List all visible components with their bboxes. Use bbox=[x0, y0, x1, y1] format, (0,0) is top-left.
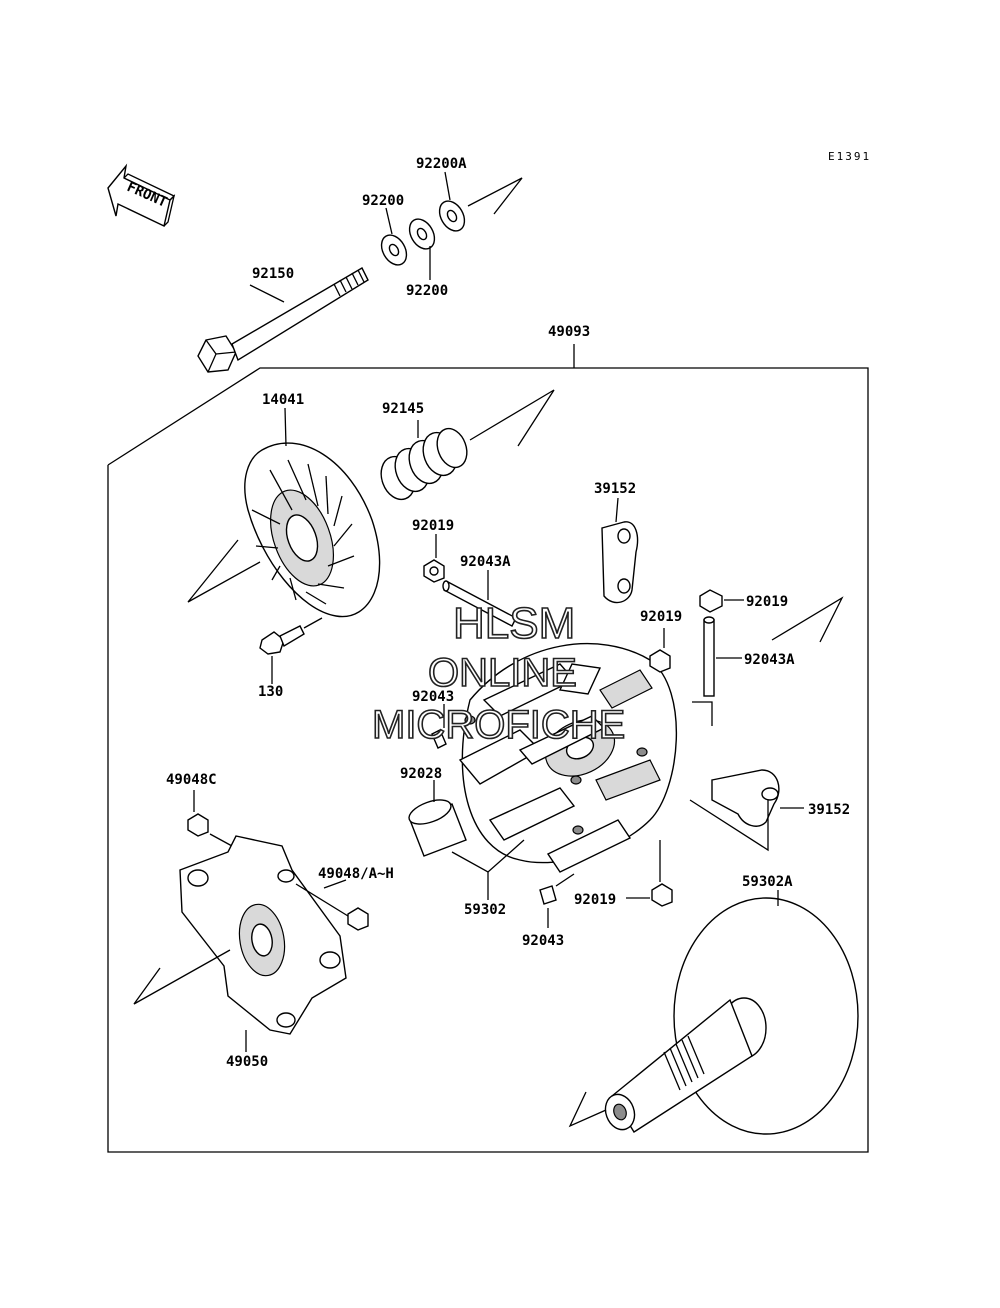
washer-92200a-icon bbox=[438, 200, 466, 232]
bolt-92150-icon bbox=[197, 267, 369, 373]
nut-92019-c-icon bbox=[699, 589, 723, 613]
part-label-49093: 49093 bbox=[548, 324, 590, 340]
part-label-49048-a-h: 49048/A~H bbox=[318, 866, 394, 882]
part-label-92019-d: 92019 bbox=[574, 892, 616, 908]
part-label-92043-a: 92043 bbox=[412, 689, 454, 705]
pin-92043-b-icon bbox=[539, 885, 557, 905]
front-arrow-icon: FRONT bbox=[107, 163, 176, 228]
bushing-92028-icon bbox=[408, 799, 467, 857]
weight-arm-39152-b-icon bbox=[711, 769, 780, 827]
pin-92043-a-icon bbox=[431, 729, 447, 749]
diagram-code: E1391 bbox=[828, 150, 871, 163]
bolt-130-icon bbox=[259, 625, 305, 655]
part-label-92043a-b: 92043A bbox=[744, 652, 795, 668]
part-label-92019-b: 92019 bbox=[746, 594, 788, 610]
nut-92019-d-icon bbox=[651, 883, 673, 907]
nut-92019-b-icon bbox=[649, 649, 671, 673]
part-label-39152-upper: 39152 bbox=[594, 481, 636, 497]
svg-text:HLSM: HLSM bbox=[453, 599, 575, 648]
svg-text:ONLINE: ONLINE bbox=[428, 651, 577, 695]
part-label-14041: 14041 bbox=[262, 392, 304, 408]
part-label-92019-a: 92019 bbox=[412, 518, 454, 534]
watermark: HLSM ONLINE MICROFICHE bbox=[371, 598, 626, 748]
part-label-92028: 92028 bbox=[400, 766, 442, 782]
part-label-92200-upper: 92200 bbox=[362, 193, 404, 209]
weight-arm-39152-a-icon bbox=[601, 521, 639, 604]
nut-92019-a-icon bbox=[423, 559, 445, 583]
part-label-49050: 49050 bbox=[226, 1054, 268, 1070]
part-label-92150: 92150 bbox=[252, 266, 294, 282]
spider-49050-icon bbox=[179, 835, 347, 1035]
pin-92043a-a-icon bbox=[442, 580, 517, 627]
part-labels: 92200A 92200 92200 92150 49093 14041 921… bbox=[166, 156, 850, 1070]
part-label-92200a: 92200A bbox=[416, 156, 467, 172]
part-label-92043a-a: 92043A bbox=[460, 554, 511, 570]
part-label-92145: 92145 bbox=[382, 401, 424, 417]
part-label-92200-lower: 92200 bbox=[406, 283, 448, 299]
spring-92145-icon bbox=[380, 427, 468, 501]
part-label-92043-b: 92043 bbox=[522, 933, 564, 949]
part-label-59302a: 59302A bbox=[742, 874, 793, 890]
clutch-body-icon bbox=[458, 643, 677, 873]
part-label-49048c: 49048C bbox=[166, 772, 217, 788]
part-label-92019-c: 92019 bbox=[640, 609, 682, 625]
pin-92043a-b-icon bbox=[703, 616, 715, 697]
clutch-cover-14041-icon bbox=[244, 442, 381, 618]
svg-text:MICROFICHE: MICROFICHE bbox=[372, 703, 625, 747]
nut-49048c-icon bbox=[187, 813, 209, 837]
washer-92200-a-icon bbox=[380, 234, 408, 266]
washer-92200-b-icon bbox=[408, 218, 436, 250]
nut-49048-a-h-icon bbox=[347, 907, 369, 931]
part-label-59302: 59302 bbox=[464, 902, 506, 918]
sheave-59302a-icon bbox=[604, 897, 859, 1135]
part-label-130: 130 bbox=[258, 684, 283, 700]
part-label-39152-lower: 39152 bbox=[808, 802, 850, 818]
